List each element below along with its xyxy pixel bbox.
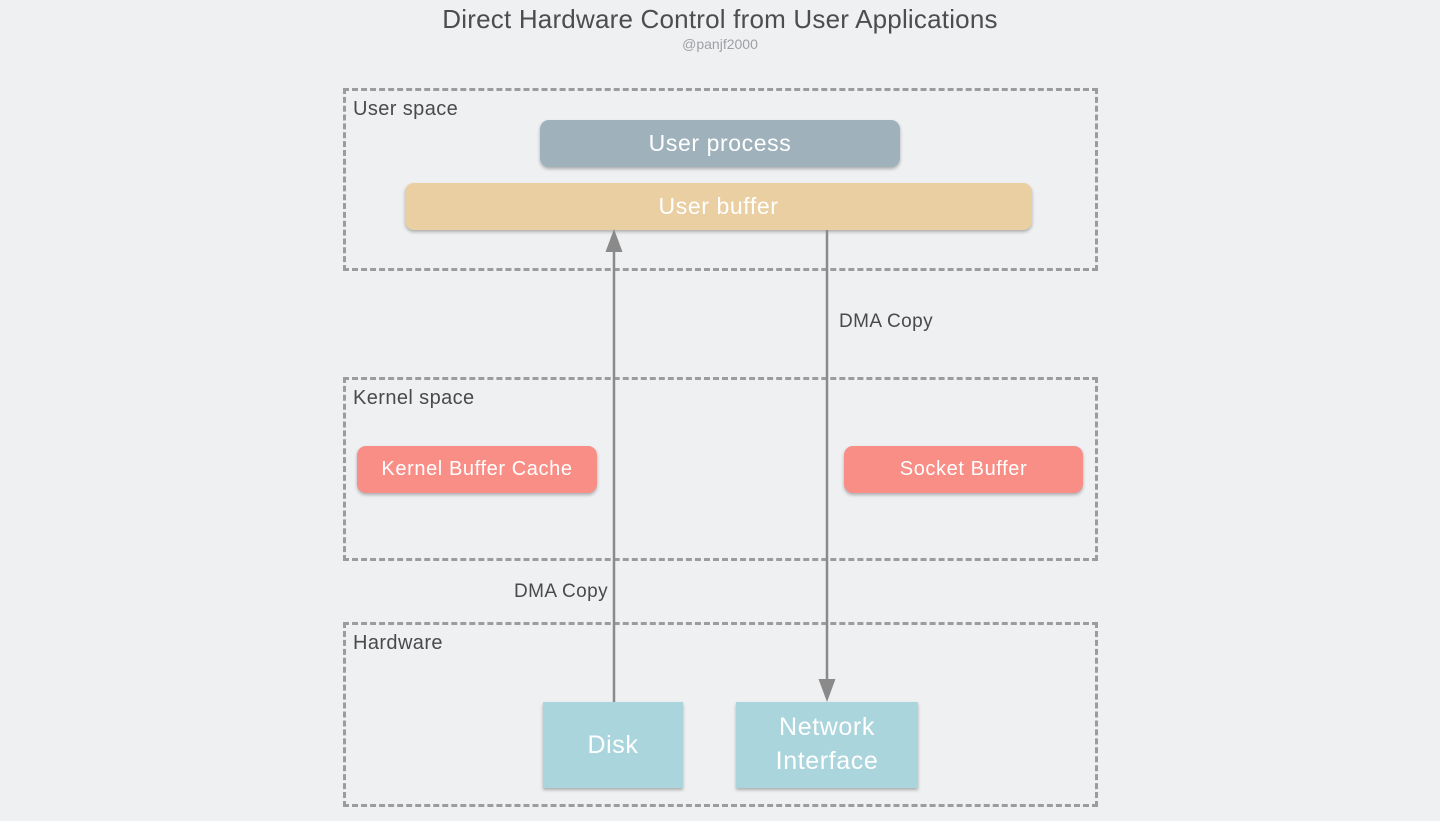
diagram-author: @panjf2000 (682, 36, 758, 52)
node-user-buffer: User buffer (405, 183, 1032, 230)
zone-user-space: User space (343, 88, 1098, 271)
zone-user-space-label: User space (353, 98, 459, 120)
zone-kernel-space: Kernel space (343, 377, 1098, 561)
dma-copy-label-network: DMA Copy (839, 311, 934, 332)
node-disk: Disk (543, 702, 683, 788)
node-kernel-buffer-cache: Kernel Buffer Cache (357, 446, 597, 493)
dma-copy-label-disk: DMA Copy (513, 581, 608, 602)
diagram-title: Direct Hardware Control from User Applic… (442, 4, 998, 34)
node-network-interface: Network Interface (736, 702, 918, 788)
node-socket-buffer: Socket Buffer (844, 446, 1083, 493)
zone-kernel-space-label: Kernel space (353, 387, 475, 409)
node-user-process: User process (540, 120, 900, 167)
zone-hardware: Hardware (343, 622, 1098, 807)
zone-hardware-label: Hardware (353, 632, 443, 654)
